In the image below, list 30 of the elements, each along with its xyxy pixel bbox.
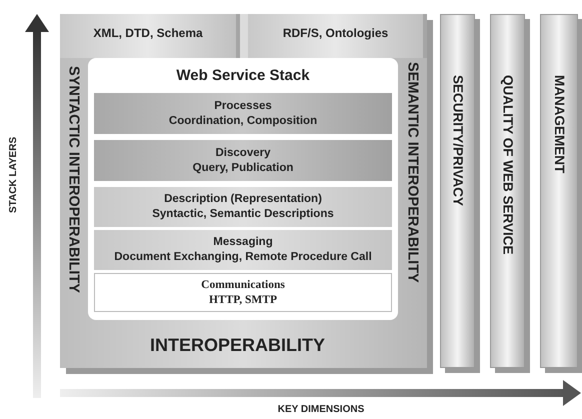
layer-title: Processes [214,98,272,114]
pillar-label: MANAGEMENT [552,75,566,176]
tab-label: RDF/S, Ontologies [282,25,388,42]
tab-label: XML, DTD, Schema [93,25,203,42]
stack-box [88,58,398,320]
layer-detail: HTTP, SMTP [209,292,277,308]
pillar-label: SECURITY/PRIVACY [450,75,464,208]
layer-detail: Syntactic, Semantic Descriptions [152,207,334,222]
tab-box [248,14,427,58]
layer-detail: Coordination, Composition [168,114,318,128]
layer-title: Discovery [216,146,270,160]
axis-label: STACK LAYERS [7,136,20,216]
layer-box [94,140,392,181]
vertical-label: SYNTACTIC INTEROPERABILITY [66,66,80,293]
panel-title: INTEROPERABILITY [150,334,326,357]
interoperability-panel [60,14,427,368]
layer-title: Description (Representation) [164,192,322,207]
layer-detail: Query, Publication [192,160,294,176]
layer-detail: Document Exchanging, Remote Procedure Call [114,250,372,265]
pillar-label: QUALITY OF WEB SERVICE [500,75,514,257]
layer-box [94,273,392,312]
layer-box [94,230,392,270]
vertical-label: SEMANTIC INTEROPERABILITY [405,62,420,283]
layer-box [94,93,392,134]
stack-title: Web Service Stack [175,66,311,86]
tab-box [60,14,240,58]
layer-title: Messaging [213,235,273,250]
axis-label: KEY DIMENSIONS [276,405,366,415]
layer-title: Communications [201,278,285,292]
layer-box [94,187,392,227]
